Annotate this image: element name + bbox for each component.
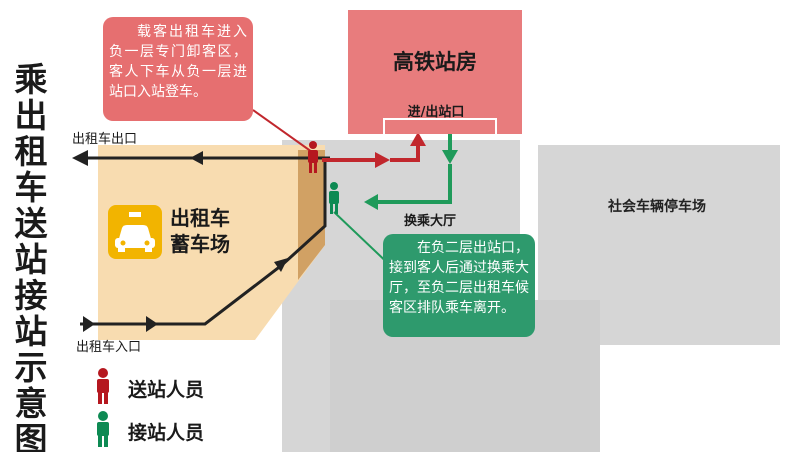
transfer-hall-label: 换乘大厅 xyxy=(404,214,457,229)
title-char: 乘 xyxy=(14,60,48,99)
legend-pickup-label: 接站人员 xyxy=(128,422,205,444)
taxi-ramp-shade xyxy=(298,150,325,280)
legend-dropoff-label: 送站人员 xyxy=(128,379,205,401)
station-gate-label: 进/出站口 xyxy=(407,105,465,120)
taxi-lot-name-line2: 蓄车场 xyxy=(170,232,230,256)
pickup-person-icon xyxy=(329,182,339,214)
station-gate-marker xyxy=(383,118,497,134)
title-char: 车 xyxy=(14,168,48,207)
title-char: 租 xyxy=(14,132,48,171)
dropoff-callout: 载客出租车进入负一层专门卸客区，客人下车从负一层进站口入站登车。 xyxy=(103,17,253,121)
title-char: 图 xyxy=(14,420,48,452)
title-char: 意 xyxy=(14,384,48,423)
title-char: 送 xyxy=(14,204,48,243)
title-char: 示 xyxy=(14,348,48,387)
taxi-exit-label: 出租车出口 xyxy=(72,132,138,147)
taxi-entry-label: 出租车入口 xyxy=(76,340,142,355)
taxi-lot-name-line1: 出租车 xyxy=(170,206,230,230)
taxi-exit-road xyxy=(72,150,330,166)
social-parking-building xyxy=(538,145,780,345)
social-parking-label: 社会车辆停车场 xyxy=(608,199,706,215)
taxi-holding-lot-area xyxy=(98,145,325,340)
dropoff-callout-text: 载客出租车进入负一层专门卸客区，客人下车从负一层进站口入站登车。 xyxy=(109,24,247,100)
legend-dropoff-person-icon xyxy=(97,368,109,404)
title-char: 接 xyxy=(14,276,48,315)
title-char: 站 xyxy=(14,240,48,279)
taxi-entry-road xyxy=(80,158,327,332)
high-speed-rail-station xyxy=(348,10,522,134)
title-char: 站 xyxy=(14,312,48,351)
pickup-callout: 在负二层出站口，接到客人后通过换乘大厅，至负二层出租车候客区排队乘车离开。 xyxy=(383,234,535,337)
pickup-callout-text: 在负二层出站口，接到客人后通过换乘大厅，至负二层出租车候客区排队乘车离开。 xyxy=(389,240,529,316)
dropoff-person-icon xyxy=(308,141,318,173)
title-char: 出 xyxy=(14,96,48,135)
dropoff-route xyxy=(322,132,426,168)
taxi-icon xyxy=(108,205,162,259)
dropoff-callout-pointer xyxy=(252,109,313,153)
page-title: 乘出租车送站接站示意图 xyxy=(8,62,54,452)
station-name: 高铁站房 xyxy=(393,50,477,74)
lower-building xyxy=(330,300,600,452)
taxi-lot-name: 出租车 蓄车场 xyxy=(170,205,230,257)
legend-pickup-person-icon xyxy=(97,411,109,447)
